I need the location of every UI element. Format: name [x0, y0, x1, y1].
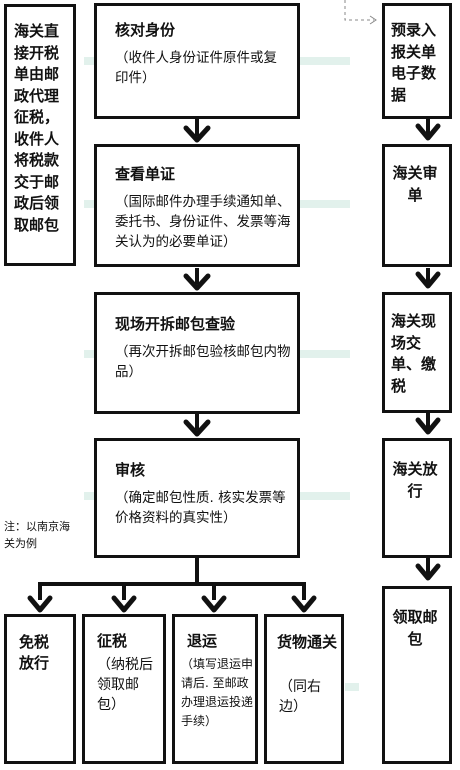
outcome-return-shipment: 退运 （填写退运申请后. 至邮政办理退运投递手续） [172, 614, 258, 764]
outcome-title: 退运 [187, 632, 218, 650]
step-title: 核对身份 [115, 21, 176, 39]
step-title: 审核 [115, 461, 146, 479]
watermark-band [300, 492, 350, 500]
step-open-inspect: 现场开拆邮包查验 （再次开拆邮包验核邮包内物品） [94, 292, 300, 414]
right-step-customs-review: 海关审单 [382, 144, 452, 267]
watermark-band [84, 350, 96, 358]
right-step-text: 海关现场交单、缴税 [391, 312, 437, 395]
watermark-band [84, 200, 96, 208]
outcome-desc: （同右边） [279, 679, 321, 715]
watermark-band [300, 350, 350, 358]
step-desc: （再次开拆邮包验核邮包内物品） [115, 344, 291, 380]
outcome-tax-free-release: 免税放行 [4, 614, 76, 764]
outcome-title: 免税放行 [19, 633, 50, 672]
right-step-text: 海关审单 [392, 164, 438, 204]
step-desc: （确定邮包性质. 核实发票等价格资料的真实性） [115, 490, 286, 526]
right-step-submit-pay: 海关现场交单、缴税 [382, 292, 452, 413]
left-panel-text: 海关直接开税单由邮政代理征税，收件人将税款交于邮政后领取邮包 [14, 22, 60, 234]
note-text: 注：以南京海关为例 [4, 520, 70, 550]
left-panel-box: 海关直接开税单由邮政代理征税，收件人将税款交于邮政后领取邮包 [4, 4, 76, 266]
right-step-prerecord: 预录入报关单电子数据 [382, 3, 452, 119]
watermark-band [84, 492, 96, 500]
step-review: 审核 （确定邮包性质. 核实发票等价格资料的真实性） [94, 438, 300, 558]
outcome-levy-tax: 征税 （纳税后领取邮包） [82, 614, 166, 764]
step-title: 现场开拆邮包查验 [115, 315, 236, 333]
step-check-documents: 查看单证 （国际邮件办理手续通知单、委托书、身份证件、发票等海关认为的必要单证） [94, 144, 300, 267]
right-step-release: 海关放行 [382, 438, 452, 558]
right-step-text: 海关放行 [392, 460, 438, 500]
outcome-title: 征税 [97, 632, 128, 650]
step-verify-identity: 核对身份 （收件人身份证件原件或复印件） [94, 3, 300, 119]
watermark-band [84, 57, 96, 65]
step-desc: （收件人身份证件原件或复印件） [115, 50, 277, 86]
outcome-desc: （纳税后领取邮包） [97, 657, 153, 713]
watermark-band [300, 200, 350, 208]
right-step-collect-parcel: 领取邮包 [382, 586, 452, 764]
right-step-text: 预录入报关单电子数据 [391, 21, 437, 104]
step-title: 查看单证 [115, 165, 176, 183]
right-step-text: 领取邮包 [392, 608, 438, 648]
outcome-title: 货物通关 [277, 633, 338, 651]
watermark-band [345, 683, 359, 691]
outcome-goods-clearance: 货物通关 （同右边） [264, 614, 344, 764]
watermark-band [300, 57, 350, 65]
step-desc: （国际邮件办理手续通知单、委托书、身份证件、发票等海关认为的必要单证） [115, 194, 291, 250]
outcome-desc: （填写退运申请后. 至邮政办理退运投递手续） [181, 657, 254, 728]
